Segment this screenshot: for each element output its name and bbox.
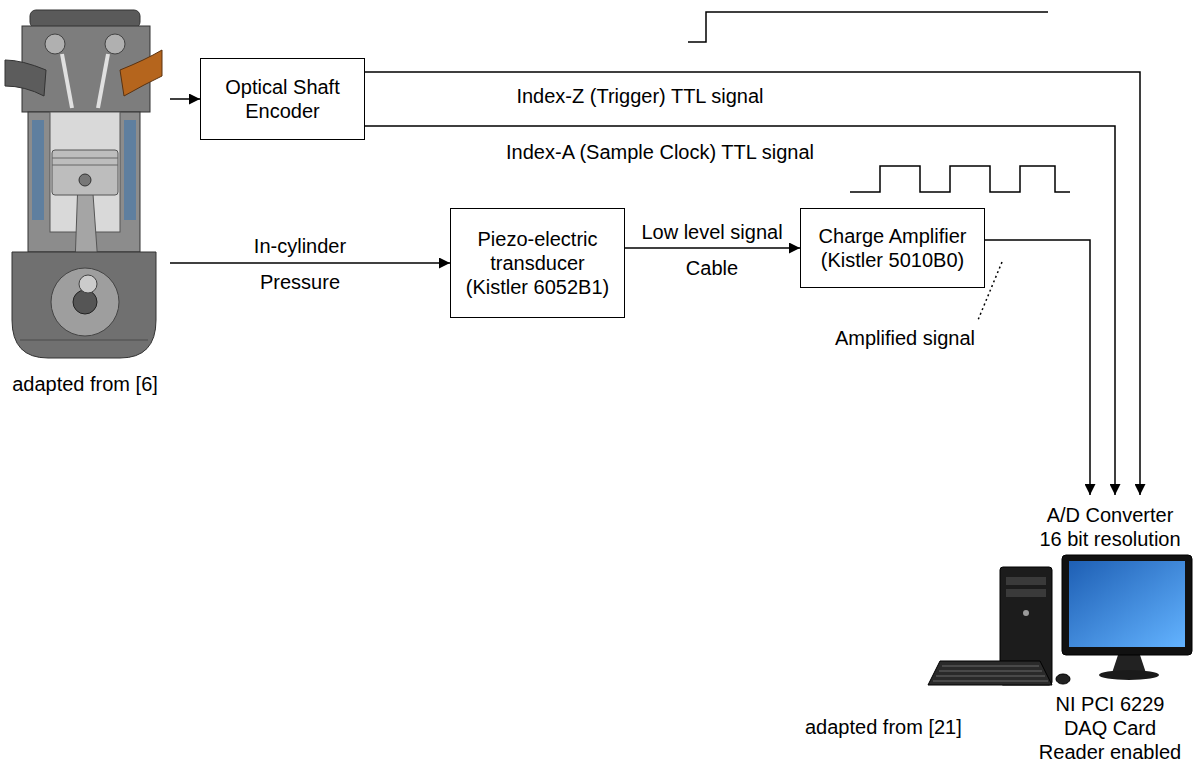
piston	[52, 150, 118, 195]
process-box: Charge Amplifier (Kistler 5010B0)	[800, 208, 985, 288]
engine-figure: adapted from [6]	[0, 0, 170, 400]
signal-arrow	[985, 240, 1090, 495]
signal-label: Pressure	[220, 270, 380, 294]
node-text: adapted from [21]	[805, 715, 983, 739]
valve-cover	[30, 10, 140, 28]
power-button	[1023, 610, 1029, 616]
monitor-screen	[1069, 561, 1185, 647]
valve-stem	[62, 54, 72, 108]
node-text: NI PCI 6229 DAQ Card Reader enabled	[1035, 692, 1185, 764]
node-text: Optical Shaft Encoder	[209, 75, 356, 123]
signal-label: Amplified signal	[815, 326, 995, 350]
piston-ring	[52, 158, 118, 159]
camshaft	[105, 34, 125, 54]
monitor	[1062, 555, 1192, 655]
signal-label: Index-Z (Trigger) TTL signal	[470, 84, 810, 108]
wrist-pin	[79, 174, 91, 186]
process-box: Piezo-electric transducer (Kistler 6052B…	[450, 208, 625, 318]
key-row	[936, 675, 1045, 677]
exhaust-port	[5, 60, 46, 96]
process-box: Optical Shaft Encoder	[200, 58, 365, 140]
mouse	[1056, 674, 1070, 684]
node-text: A/D Converter 16 bit resolution	[1035, 503, 1185, 551]
signal-arrow	[625, 247, 800, 249]
water-jacket	[32, 120, 44, 220]
signal-arrow	[365, 126, 1115, 495]
computer-figure: A/D Converter 16 bit resolution adapted f…	[790, 495, 1202, 777]
signal-arrow	[170, 98, 200, 100]
keyboard	[928, 661, 1052, 685]
key-row	[942, 665, 1039, 667]
valve-stem	[98, 54, 108, 108]
camshaft	[45, 34, 65, 54]
crankcase	[12, 252, 156, 358]
oil-pan-line	[20, 340, 148, 341]
drive-bay	[1006, 589, 1046, 597]
crank-pin	[79, 275, 97, 293]
crankshaft	[73, 290, 97, 314]
signal-arrow	[365, 72, 1140, 495]
piston-ring	[52, 165, 118, 166]
signal-label: Index-A (Sample Clock) TTL signal	[480, 140, 840, 164]
node-text: Piezo-electric transducer (Kistler 6052B…	[459, 227, 616, 299]
signal-arrow	[170, 262, 450, 264]
node-text: adapted from [6]	[0, 372, 170, 396]
key-row	[933, 680, 1048, 682]
intake-port	[120, 50, 162, 96]
key-row	[939, 670, 1042, 672]
water-jacket	[124, 120, 136, 220]
signal-label: Cable	[652, 256, 772, 280]
signal-label: In-cylinder	[220, 234, 380, 258]
monitor-base	[1099, 670, 1159, 680]
drive-bay	[1006, 577, 1046, 585]
engine-figure-art	[0, 0, 170, 400]
trigger-waveform	[688, 12, 1048, 42]
node-text: Charge Amplifier (Kistler 5010B0)	[809, 224, 976, 272]
signal-label: Low level signal	[626, 220, 798, 244]
crank-web	[51, 268, 119, 336]
clock-waveform	[850, 166, 1070, 192]
